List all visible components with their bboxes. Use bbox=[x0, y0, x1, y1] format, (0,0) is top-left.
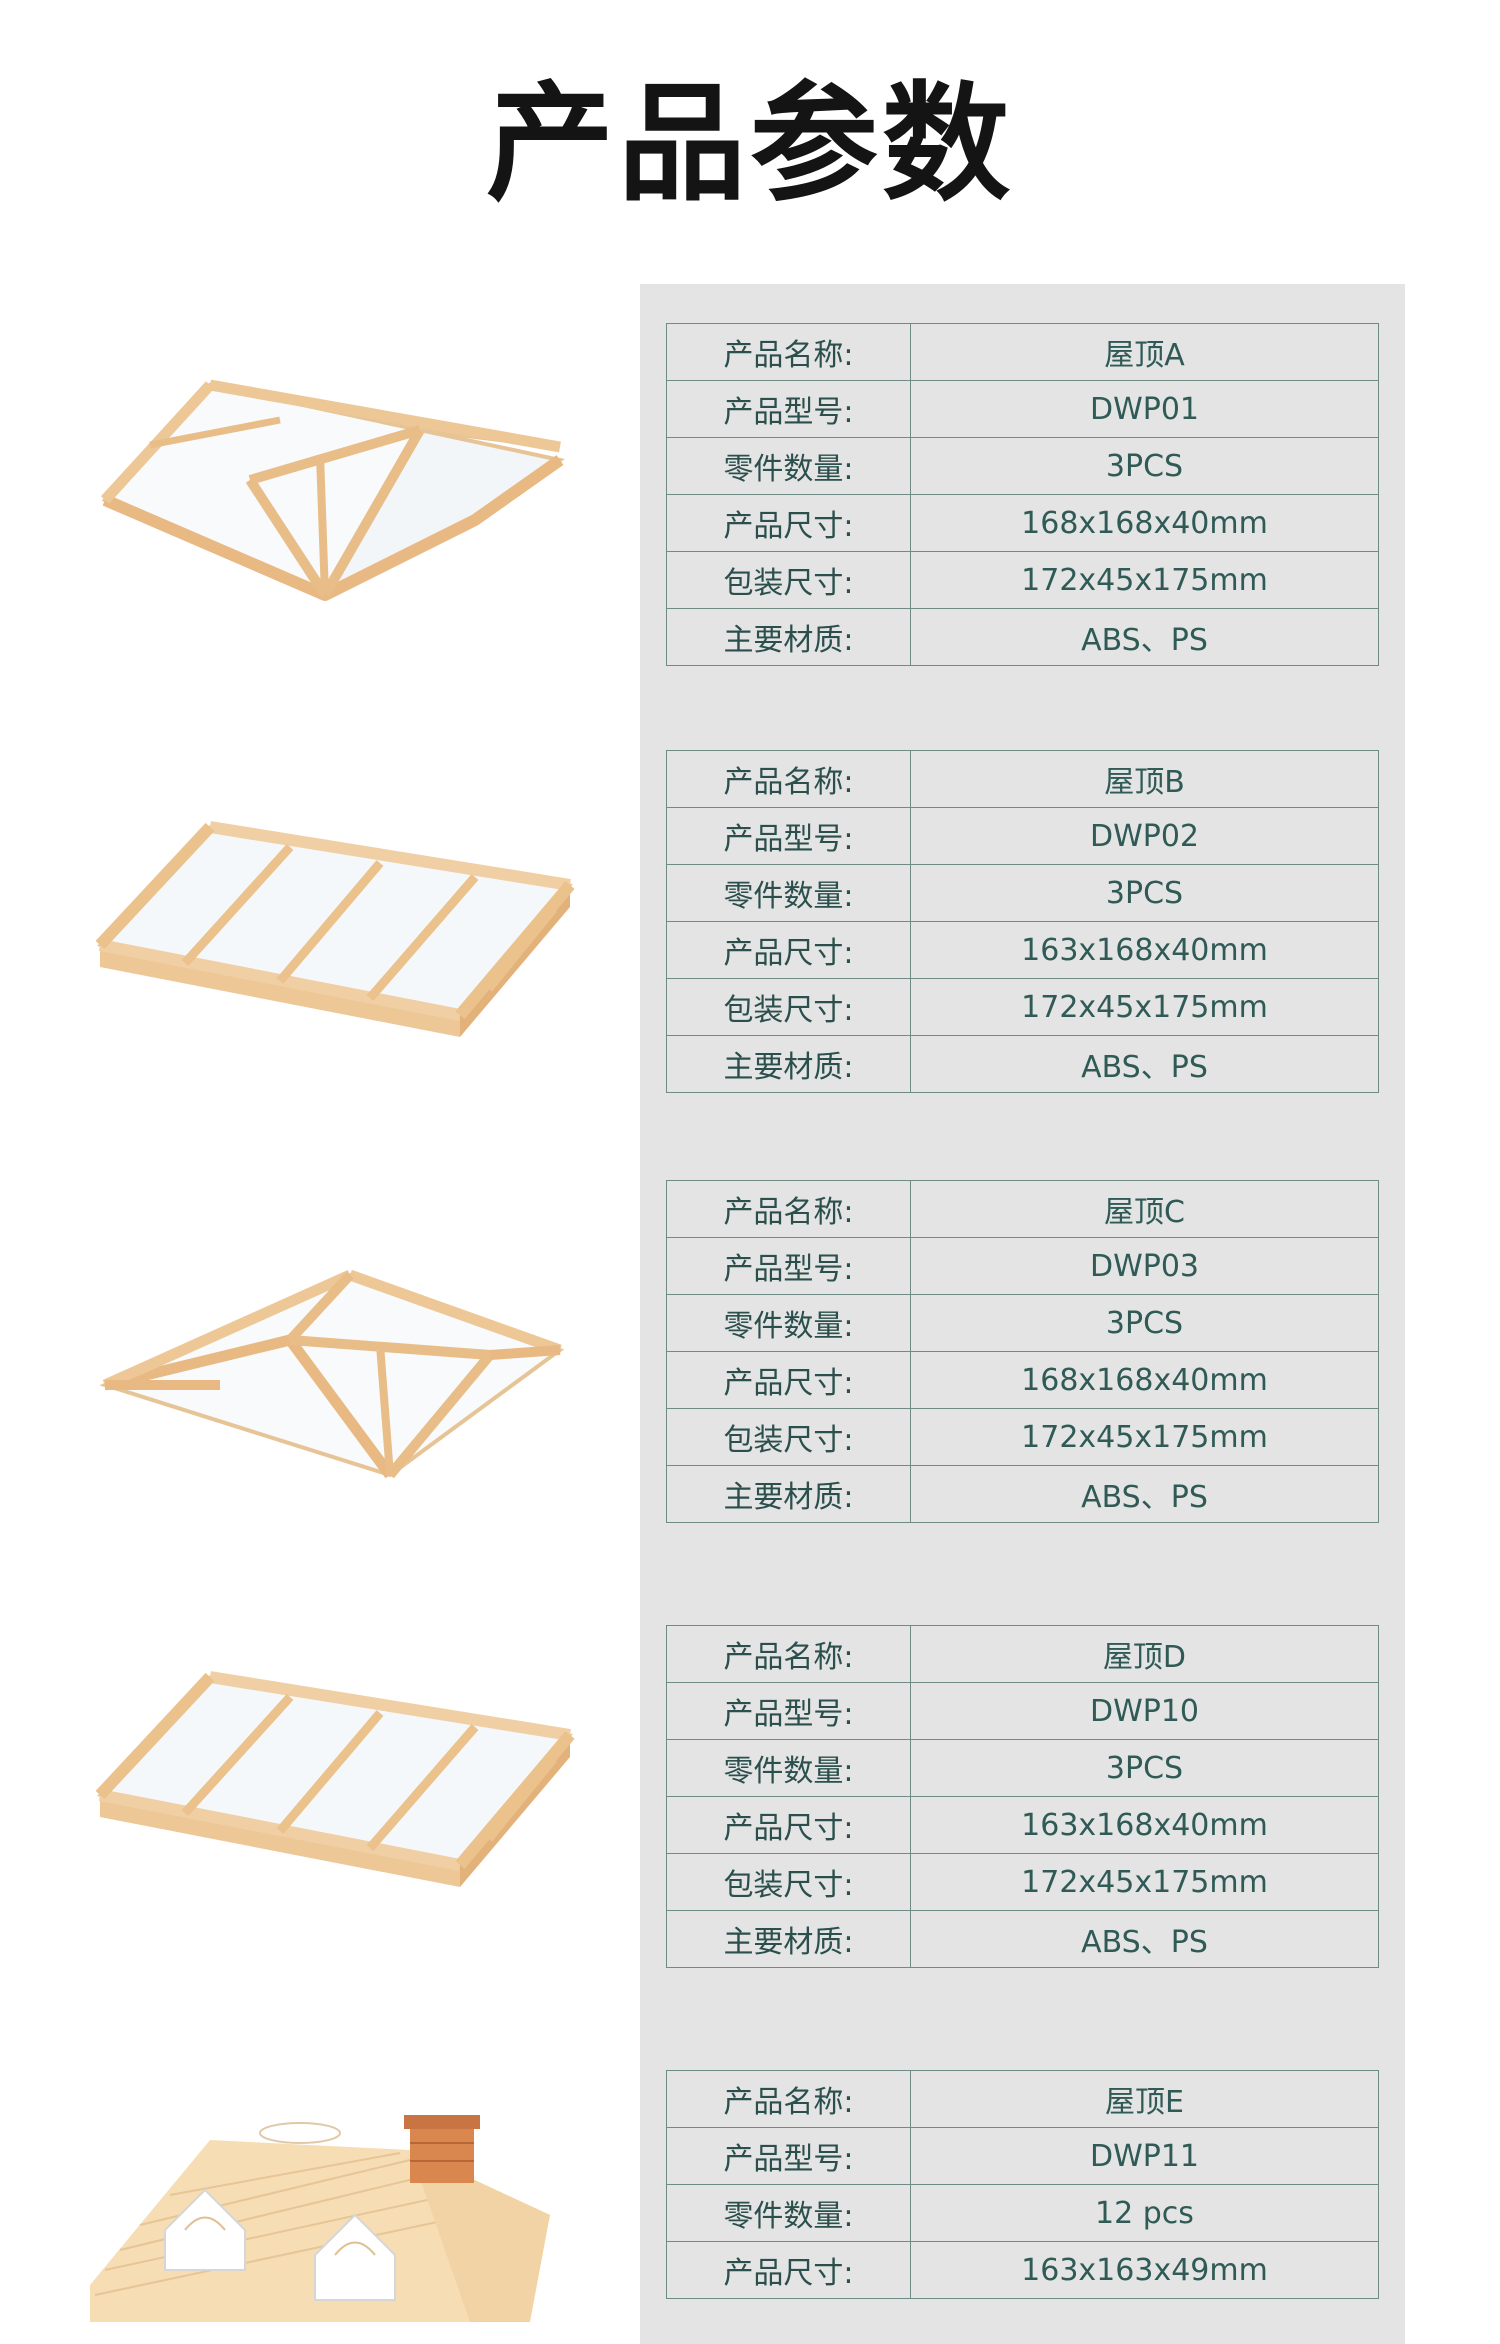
spec-label: 主要材质: bbox=[666, 1035, 911, 1093]
table-row: 包装尺寸:172x45x175mm bbox=[666, 1853, 1379, 1911]
spec-label: 产品名称: bbox=[666, 1180, 911, 1238]
table-row: 产品尺寸:163x168x40mm bbox=[666, 1796, 1379, 1854]
table-row: 包装尺寸:172x45x175mm bbox=[666, 551, 1379, 609]
table-row: 产品型号:DWP02 bbox=[666, 807, 1379, 865]
spec-label: 包装尺寸: bbox=[666, 1853, 911, 1911]
table-row: 产品型号:DWP03 bbox=[666, 1237, 1379, 1295]
spec-label: 包装尺寸: bbox=[666, 551, 911, 609]
spec-value: 3PCS bbox=[910, 864, 1379, 922]
spec-label: 产品名称: bbox=[666, 750, 911, 808]
spec-value: DWP10 bbox=[910, 1682, 1379, 1740]
spec-value: 163x168x40mm bbox=[910, 1796, 1379, 1854]
hip-roof-icon bbox=[99, 1269, 565, 1479]
spec-value: 172x45x175mm bbox=[910, 1408, 1379, 1466]
spec-label: 产品尺寸: bbox=[666, 2241, 911, 2299]
table-row: 产品型号:DWP11 bbox=[666, 2127, 1379, 2185]
spec-value: DWP02 bbox=[910, 807, 1379, 865]
spec-value: ABS、PS bbox=[910, 1035, 1379, 1093]
spec-label: 产品型号: bbox=[666, 807, 911, 865]
table-row: 产品名称:屋顶C bbox=[666, 1180, 1379, 1238]
table-row: 零件数量:3PCS bbox=[666, 864, 1379, 922]
table-row: 产品名称:屋顶A bbox=[666, 323, 1379, 381]
table-row: 产品名称:屋顶B bbox=[666, 750, 1379, 808]
table-row: 产品尺寸:163x163x49mm bbox=[666, 2241, 1379, 2299]
spec-value: DWP01 bbox=[910, 380, 1379, 438]
spec-value: 屋顶C bbox=[910, 1180, 1379, 1238]
spec-label: 产品型号: bbox=[666, 2127, 911, 2185]
spec-value: 3PCS bbox=[910, 1294, 1379, 1352]
spec-value: DWP03 bbox=[910, 1237, 1379, 1295]
spec-value: ABS、PS bbox=[910, 1910, 1379, 1968]
spec-value: 172x45x175mm bbox=[910, 551, 1379, 609]
spec-label: 产品型号: bbox=[666, 1682, 911, 1740]
spec-label: 产品尺寸: bbox=[666, 494, 911, 552]
shingle-roof-with-chimney-icon bbox=[90, 2115, 550, 2322]
spec-value: 3PCS bbox=[910, 437, 1379, 495]
spec-label: 产品名称: bbox=[666, 1625, 911, 1683]
spec-label: 主要材质: bbox=[666, 608, 911, 666]
table-row: 主要材质:ABS、PS bbox=[666, 608, 1379, 666]
spec-label: 零件数量: bbox=[666, 1739, 911, 1797]
spec-table-roof-e: 产品名称:屋顶E 产品型号:DWP11 零件数量:12 pcs 产品尺寸:163… bbox=[666, 2070, 1379, 2299]
table-row: 主要材质:ABS、PS bbox=[666, 1035, 1379, 1093]
spec-value: ABS、PS bbox=[910, 1465, 1379, 1523]
spec-label: 主要材质: bbox=[666, 1465, 911, 1523]
table-row: 产品尺寸:168x168x40mm bbox=[666, 1351, 1379, 1409]
table-row: 产品尺寸:168x168x40mm bbox=[666, 494, 1379, 552]
table-row: 产品名称:屋顶D bbox=[666, 1625, 1379, 1683]
spec-table-roof-d: 产品名称:屋顶D 产品型号:DWP10 零件数量:3PCS 产品尺寸:163x1… bbox=[666, 1625, 1379, 1968]
spec-value: 163x163x49mm bbox=[910, 2241, 1379, 2299]
table-row: 产品名称:屋顶E bbox=[666, 2070, 1379, 2128]
spec-value: 屋顶D bbox=[910, 1625, 1379, 1683]
spec-label: 产品型号: bbox=[666, 380, 911, 438]
spec-value: 172x45x175mm bbox=[910, 978, 1379, 1036]
table-row: 零件数量:12 pcs bbox=[666, 2184, 1379, 2242]
spec-value: 168x168x40mm bbox=[910, 1351, 1379, 1409]
spec-label: 产品名称: bbox=[666, 323, 911, 381]
spec-label: 零件数量: bbox=[666, 864, 911, 922]
table-row: 零件数量:3PCS bbox=[666, 437, 1379, 495]
spec-value: 3PCS bbox=[910, 1739, 1379, 1797]
table-row: 主要材质:ABS、PS bbox=[666, 1465, 1379, 1523]
spec-value: 172x45x175mm bbox=[910, 1853, 1379, 1911]
spec-label: 零件数量: bbox=[666, 1294, 911, 1352]
spec-label: 产品尺寸: bbox=[666, 1796, 911, 1854]
spec-value: 屋顶E bbox=[910, 2070, 1379, 2128]
spec-table-roof-a: 产品名称:屋顶A 产品型号:DWP01 零件数量:3PCS 产品尺寸:168x1… bbox=[666, 323, 1379, 666]
spec-value: 12 pcs bbox=[910, 2184, 1379, 2242]
table-row: 零件数量:3PCS bbox=[666, 1739, 1379, 1797]
spec-label: 主要材质: bbox=[666, 1910, 911, 1968]
gable-roof-icon bbox=[95, 821, 575, 1037]
spec-label: 产品型号: bbox=[666, 1237, 911, 1295]
spec-label: 产品尺寸: bbox=[666, 1351, 911, 1409]
spec-table-roof-b: 产品名称:屋顶B 产品型号:DWP02 零件数量:3PCS 产品尺寸:163x1… bbox=[666, 750, 1379, 1093]
table-row: 包装尺寸:172x45x175mm bbox=[666, 978, 1379, 1036]
table-row: 产品尺寸:163x168x40mm bbox=[666, 921, 1379, 979]
page-title: 产品参数 bbox=[485, 70, 1014, 219]
spec-table-roof-c: 产品名称:屋顶C 产品型号:DWP03 零件数量:3PCS 产品尺寸:168x1… bbox=[666, 1180, 1379, 1523]
table-row: 主要材质:ABS、PS bbox=[666, 1910, 1379, 1968]
table-row: 产品型号:DWP10 bbox=[666, 1682, 1379, 1740]
spec-label: 包装尺寸: bbox=[666, 1408, 911, 1466]
spec-value: 163x168x40mm bbox=[910, 921, 1379, 979]
table-row: 包装尺寸:172x45x175mm bbox=[666, 1408, 1379, 1466]
table-row: 产品型号:DWP01 bbox=[666, 380, 1379, 438]
spec-value: DWP11 bbox=[910, 2127, 1379, 2185]
spec-value: 屋顶B bbox=[910, 750, 1379, 808]
spec-label: 包装尺寸: bbox=[666, 978, 911, 1036]
spec-value: 168x168x40mm bbox=[910, 494, 1379, 552]
gable-roof-icon bbox=[95, 1671, 575, 1887]
spec-label: 产品尺寸: bbox=[666, 921, 911, 979]
table-row: 零件数量:3PCS bbox=[666, 1294, 1379, 1352]
spec-value: 屋顶A bbox=[910, 323, 1379, 381]
spec-label: 产品名称: bbox=[666, 2070, 911, 2128]
spec-label: 零件数量: bbox=[666, 2184, 911, 2242]
hip-roof-icon bbox=[100, 379, 565, 601]
spec-value: ABS、PS bbox=[910, 608, 1379, 666]
spec-label: 零件数量: bbox=[666, 437, 911, 495]
